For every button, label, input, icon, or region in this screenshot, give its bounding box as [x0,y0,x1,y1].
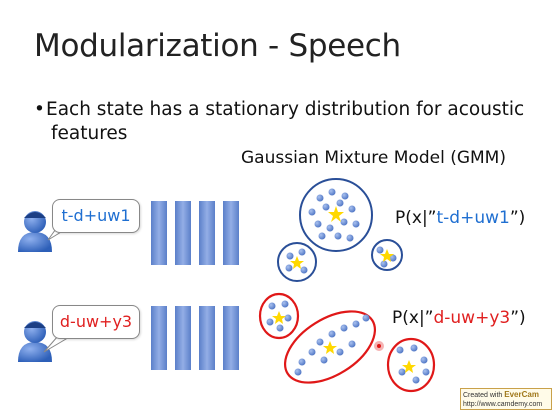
prob-prefix-2: P(x|” [392,308,434,328]
evercam-watermark: Created with EverCam http://www.camdemy.… [460,388,552,410]
prob-label-1: P(x|”t-d+uw1”) [395,208,525,228]
gmm-blue [277,178,403,282]
watermark-brand: EverCam [504,390,539,399]
prob-state-1: t-d+uw1 [436,208,510,228]
state-bars-2 [151,306,239,370]
bullet-text-line1: Each state has a stationary distribution… [46,99,525,120]
bubble-text-1: t-d+uw1 [61,206,131,225]
speaker-icon-1 [18,211,52,252]
speaker-icon-2 [18,321,52,362]
watermark-url: http://www.camdemy.com [463,401,543,408]
slide-title: Modularization - Speech [34,28,401,64]
bullet-item: •Each state has a stationary distributio… [34,98,534,146]
prob-suffix-2: ”) [510,308,526,328]
state-bars-1 [151,201,239,265]
bubble-text-2: d-uw+y3 [59,312,133,331]
watermark-prefix: Created with [463,392,505,399]
bullet-dot: • [34,99,45,120]
gmm-label: Gaussian Mixture Model (GMM) [241,148,506,168]
prob-prefix-1: P(x|” [395,208,437,228]
prob-suffix-1: ”) [509,208,526,228]
prob-state-2: d-uw+y3 [433,308,511,328]
speech-bubble-1: t-d+uw1 [52,199,140,233]
gmm-red [258,292,436,393]
speech-bubble-2: d-uw+y3 [52,305,140,339]
prob-label-2: P(x|”d-uw+y3”) [392,308,526,328]
bullet-text-line2: features [51,123,128,144]
